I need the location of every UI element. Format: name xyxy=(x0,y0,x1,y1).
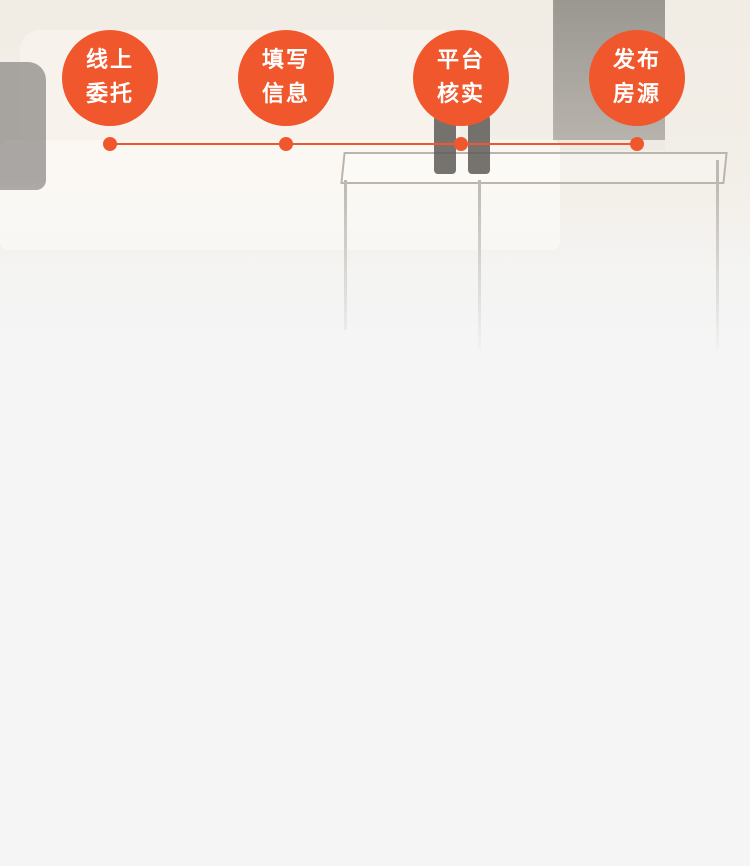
step-label-line1: 填写 xyxy=(261,48,310,73)
step-online-entrust: 线上 委托 xyxy=(62,30,158,151)
step-label-line2: 核实 xyxy=(436,82,485,107)
step-dot xyxy=(630,137,644,151)
step-dot xyxy=(454,137,468,151)
step-dot xyxy=(103,137,117,151)
vase xyxy=(468,110,490,174)
step-label-line2: 信息 xyxy=(261,82,310,107)
floor-fade xyxy=(0,180,750,360)
step-label-line1: 平台 xyxy=(436,48,485,73)
step-circle: 填写 信息 xyxy=(238,30,334,126)
step-circle: 线上 委托 xyxy=(62,30,158,126)
step-circle: 平台 核实 xyxy=(413,30,509,126)
step-fill-info: 填写 信息 xyxy=(238,30,334,151)
step-label-line1: 线上 xyxy=(85,48,134,73)
step-publish-listing: 发布 房源 xyxy=(589,30,685,151)
cushion xyxy=(0,62,46,190)
step-label-line2: 房源 xyxy=(612,82,661,107)
vase xyxy=(434,110,456,174)
step-dot xyxy=(279,137,293,151)
step-circle: 发布 房源 xyxy=(589,30,685,126)
step-label-line2: 委托 xyxy=(85,82,134,107)
step-label-line1: 发布 xyxy=(612,48,661,73)
step-platform-verify: 平台 核实 xyxy=(413,30,509,151)
step-connector-line xyxy=(113,143,635,145)
